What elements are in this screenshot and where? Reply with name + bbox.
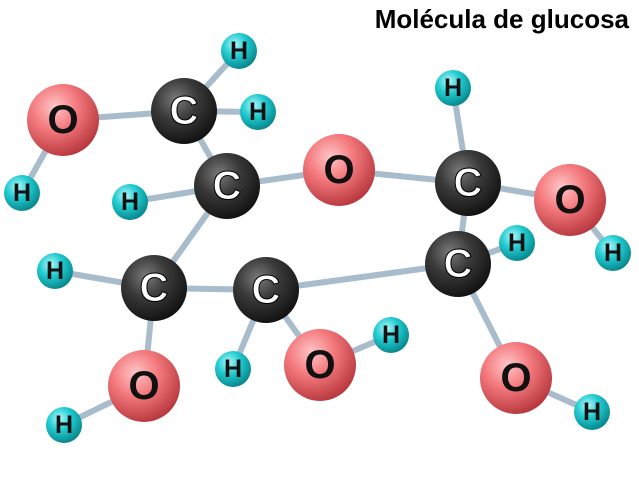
atom-label: C — [213, 164, 242, 208]
carbon-atom: C — [194, 153, 260, 219]
atom-label: H — [46, 257, 64, 285]
atom-label: C — [454, 161, 483, 205]
hydrogen-atom: H — [37, 253, 73, 289]
atom-label: H — [508, 229, 526, 257]
carbon-atom: C — [151, 78, 217, 144]
carbon-sphere — [194, 153, 260, 219]
carbon-atom: C — [435, 150, 501, 216]
oxygen-atom: O — [284, 329, 356, 401]
carbon-atom: C — [233, 257, 299, 323]
atom-label: H — [604, 239, 622, 267]
atom-label: O — [304, 343, 335, 387]
hydrogen-atom: H — [499, 225, 535, 261]
oxygen-atom: O — [303, 134, 375, 206]
hydrogen-sphere — [574, 394, 610, 430]
oxygen-sphere — [108, 350, 180, 422]
atom-label: H — [583, 398, 601, 426]
atom-label: C — [444, 242, 473, 286]
carbon-sphere — [151, 78, 217, 144]
oxygen-sphere — [284, 329, 356, 401]
carbon-sphere — [121, 255, 187, 321]
atom-label: O — [128, 364, 159, 408]
atom-label: H — [382, 321, 400, 349]
diagram-title: Molécula de glucosa — [374, 4, 629, 34]
atom-label: C — [252, 268, 281, 312]
carbon-atom: C — [121, 255, 187, 321]
hydrogen-sphere — [435, 70, 471, 106]
carbon-sphere — [425, 231, 491, 297]
atom-label: H — [13, 179, 31, 207]
atom-label: H — [249, 98, 267, 126]
oxygen-sphere — [303, 134, 375, 206]
atom-label: H — [230, 37, 248, 65]
carbon-sphere — [233, 257, 299, 323]
hydrogen-atom: H — [595, 235, 631, 271]
hydrogen-atom: H — [574, 394, 610, 430]
hydrogen-sphere — [373, 317, 409, 353]
hydrogen-sphere — [499, 225, 535, 261]
hydrogen-sphere — [37, 253, 73, 289]
atom-label: H — [121, 188, 139, 216]
atom-label: C — [140, 266, 169, 310]
oxygen-atom: O — [534, 164, 606, 236]
hydrogen-atom: H — [112, 184, 148, 220]
atom-label: O — [323, 148, 354, 192]
hydrogen-sphere — [221, 33, 257, 69]
hydrogen-atom: H — [4, 175, 40, 211]
oxygen-sphere — [534, 164, 606, 236]
hydrogen-atom: H — [435, 70, 471, 106]
atom-label: H — [444, 74, 462, 102]
oxygen-sphere — [480, 342, 552, 414]
oxygen-atom: O — [480, 342, 552, 414]
oxygen-sphere — [27, 84, 99, 156]
hydrogen-sphere — [4, 175, 40, 211]
atom-label: H — [55, 411, 73, 439]
hydrogen-atom: H — [221, 33, 257, 69]
atom-label: O — [47, 98, 78, 142]
hydrogen-sphere — [46, 407, 82, 443]
hydrogen-atom: H — [240, 94, 276, 130]
atom-label: O — [554, 178, 585, 222]
atom-label: O — [500, 356, 531, 400]
carbon-atom: C — [425, 231, 491, 297]
hydrogen-atom: H — [373, 317, 409, 353]
oxygen-atom: O — [108, 350, 180, 422]
oxygen-atom: O — [27, 84, 99, 156]
hydrogen-atom: H — [46, 407, 82, 443]
hydrogen-sphere — [595, 235, 631, 271]
hydrogen-sphere — [240, 94, 276, 130]
carbon-sphere — [435, 150, 501, 216]
hydrogen-sphere — [215, 351, 251, 387]
hydrogen-sphere — [112, 184, 148, 220]
atom-label: H — [224, 355, 242, 383]
hydrogen-atom: H — [215, 351, 251, 387]
atom-label: C — [170, 89, 199, 133]
